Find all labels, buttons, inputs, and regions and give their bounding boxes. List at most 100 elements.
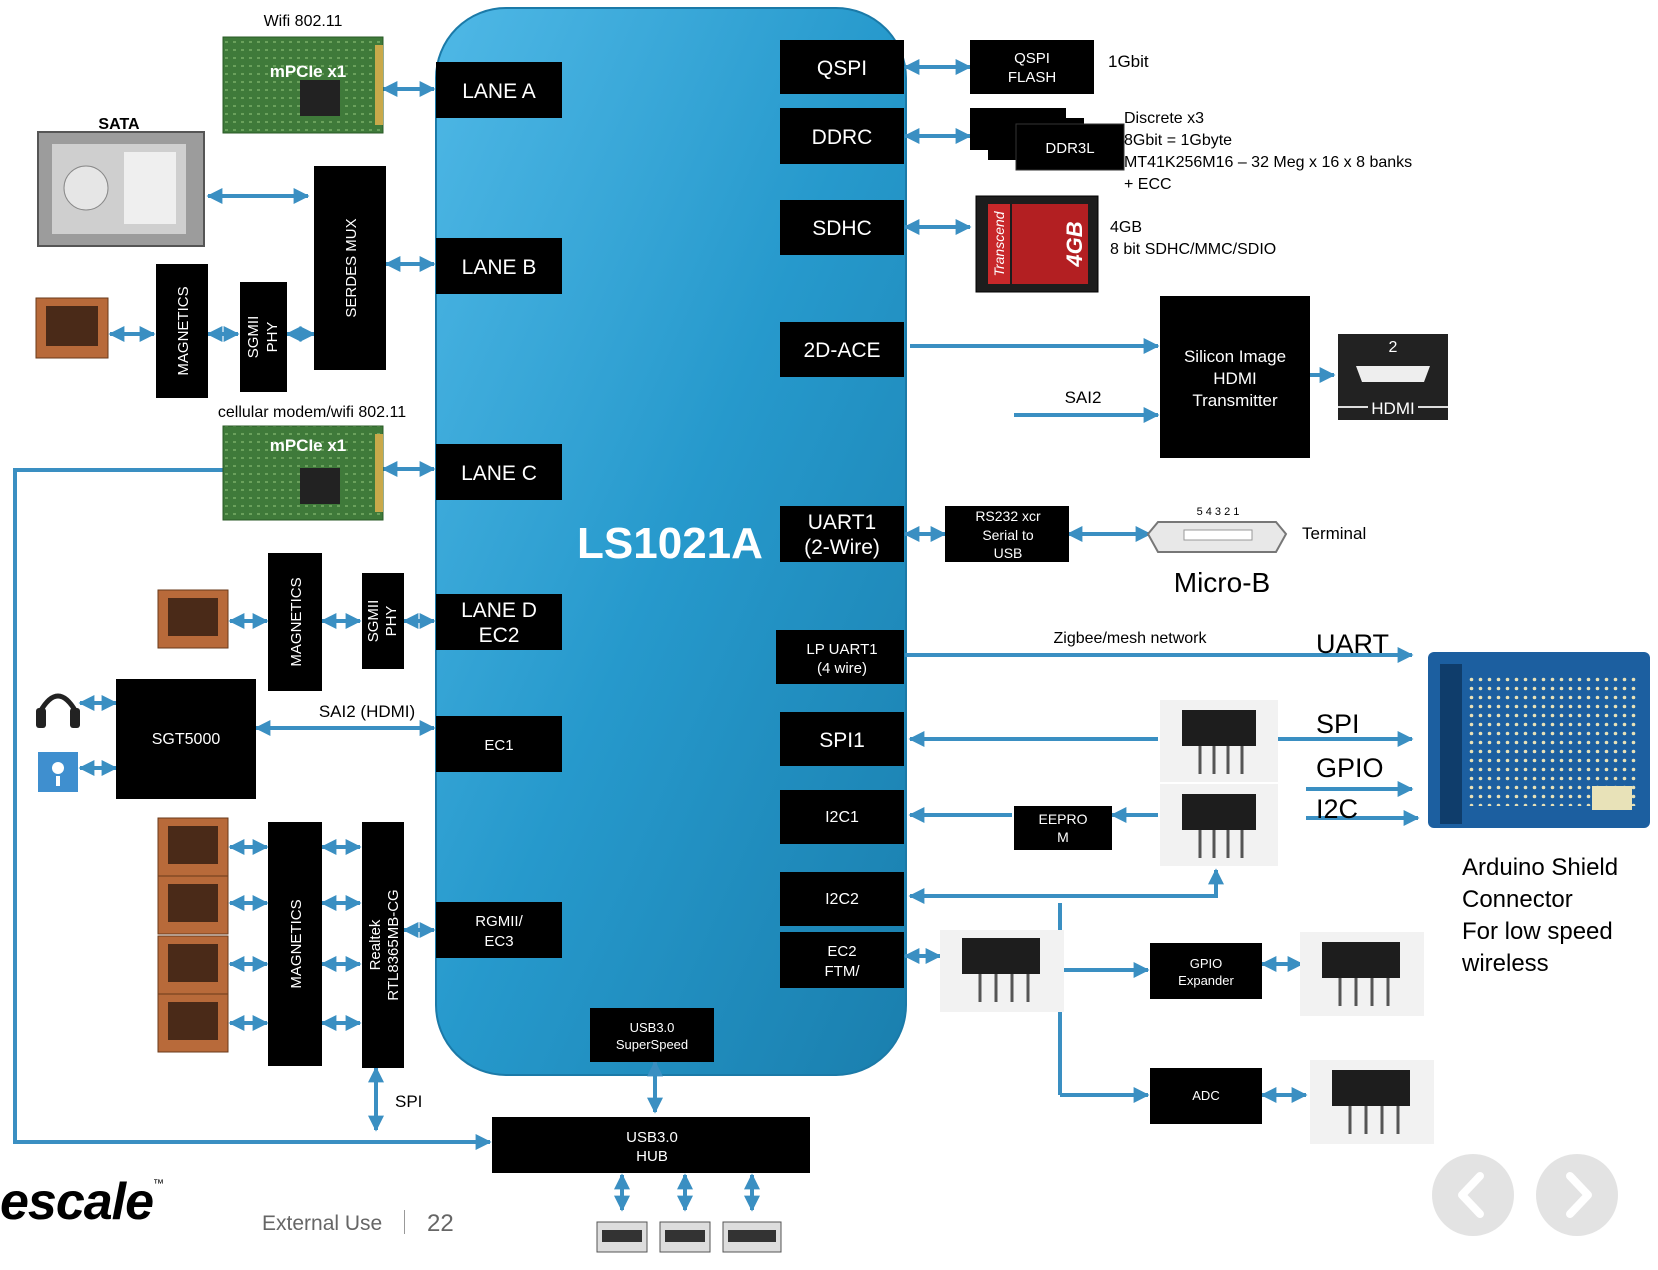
headphones-icon [36,693,80,728]
sata-drive-icon [37,131,205,247]
gpio-expander-label: GPIO [1190,956,1223,971]
ethernet-jack-icon [157,875,229,935]
hdmi-tx-label-3: Transmitter [1192,391,1278,410]
gpio-label: GPIO [1316,753,1384,783]
hdmi-port-icon [1338,334,1448,420]
hdmi-port-label: HDMI [1371,399,1414,418]
i2c1-label: I2C1 [825,809,859,826]
ec2-ftm-block [780,932,904,988]
i2c2-block [780,872,904,926]
zigbee-label: Zigbee/mesh network [1054,630,1208,647]
magnetics-mid-block [268,553,322,691]
magnetics-top-label: MAGNETICS [175,286,192,375]
magnetics-mid-label: MAGNETICS [288,577,305,666]
qspi-flash-note: 1Gbit [1108,52,1149,71]
realtek-switch-block [362,822,404,1068]
i2c-label: I2C [1316,794,1358,824]
2d-ace-block [780,322,904,377]
spi1-block [780,712,904,766]
sgt5000-block [116,679,256,799]
usb-port-icon [659,1221,711,1253]
gpio-expander-block [1150,943,1262,999]
lane-c-block [436,444,562,500]
hdmi-tx-label-2: HDMI [1213,369,1256,388]
connectors [13,59,1420,1212]
microphone-icon [38,752,78,792]
sgmii-phy-top-sublabel: PHY [264,322,281,353]
mpcie-card-mid-label: mPCIe x1 [270,436,347,455]
usb-port-icon [722,1221,782,1253]
rs232-label-2: Serial to [982,527,1034,543]
ec1-label: EC1 [484,737,513,754]
arduino-note-2: Connector [1462,886,1573,913]
ddr-note-4: + ECC [1124,176,1172,193]
sgt5000-label: SGT5000 [152,731,221,748]
page-number: 22 [427,1210,454,1237]
pin-header-icon [940,930,1064,1012]
sgmii-phy-mid-label: SGMII [365,600,382,643]
sata-label: SATA [98,116,140,133]
adc-label: ADC [1192,1088,1219,1103]
sd-card-capacity: 4GB [1062,221,1087,267]
qspi-flash-block [970,40,1094,94]
lp-uart1-block [776,630,904,684]
hdmi-port-number: 2 [1389,339,1398,356]
pin-header-icon [1160,700,1278,782]
magnetics-bottom-label: MAGNETICS [288,899,305,988]
rs232-label-1: RS232 xcr [975,508,1041,524]
eeprom-sublabel: M [1057,829,1069,845]
usb-ports [596,1221,782,1253]
lane-d-label: LANE D [461,599,537,622]
trademark-mark: ™ [153,1178,164,1190]
sd-note-2: 8 bit SDHC/MMC/SDIO [1110,241,1276,258]
previous-slide-button[interactable] [1432,1154,1514,1236]
mpcie-card-top-label: mPCIe x1 [270,62,347,81]
sgmii-phy-top-block [240,282,287,392]
rs232-block [945,506,1069,562]
next-slide-button[interactable] [1536,1154,1618,1236]
ec2-ftm-label: EC2 [827,943,856,960]
qspi-block [780,40,904,94]
ddr-note-2: 8Gbit = 1Gbyte [1124,132,1232,149]
mpcie-card-top-icon [222,36,384,134]
mpcie-card-mid-icon [222,425,384,521]
sgmii-phy-mid-sublabel: PHY [383,606,400,637]
rs232-label-3: USB [994,545,1023,561]
rgmii-label: RGMII/ [475,913,523,930]
pin-header-icon [1300,932,1424,1016]
uart1-block [780,506,904,562]
ethernet-jack-icon [35,297,109,359]
spi1-label: SPI1 [819,729,865,752]
ethernet-jack-icon [157,589,229,649]
magnetics-bottom-block [268,822,322,1066]
footer-divider [404,1210,405,1234]
spi-bus-label: SPI [395,1092,422,1111]
arduino-note-3: For low speed [1462,918,1613,945]
sd-note-1: 4GB [1110,219,1142,236]
ethernet-jack-icon [157,935,229,995]
lane-a-label: LANE A [462,80,536,103]
ddr-note-3: MT41K256M16 – 32 Meg x 16 x 8 banks [1124,154,1412,171]
sd-card-icon [975,195,1099,293]
lane-d-ec2-block [436,594,562,650]
qspi-flash-label: QSPI [1014,50,1050,67]
micro-b-connector-icon [1146,521,1288,553]
usb-port-icon [596,1221,648,1253]
arduino-note-4: wireless [1461,950,1549,977]
arduino-shield-icon [1428,652,1650,828]
brand-logo-text: escale [0,1173,154,1231]
cellular-label: cellular modem/wifi 802.11 [218,404,406,421]
soc-title: LS1021A [577,519,763,568]
i2c1-block [780,790,904,844]
ddr-note-1: Discrete x3 [1124,110,1204,127]
arduino-note-1: Arduino Shield [1462,854,1618,881]
usb-ss-label: USB3.0 [630,1020,675,1035]
hdmi-tx-label-1: Silicon Image [1184,347,1286,366]
realtek-part-label: RTL8365MB-CG [385,889,402,1000]
brand-logo: escale™ [0,1172,164,1232]
gpio-expander-sublabel: Expander [1178,973,1234,988]
lp-uart1-label: LP UART1 [806,641,877,658]
ddrc-block [780,108,904,164]
wifi-label: Wifi 802.11 [264,13,343,30]
